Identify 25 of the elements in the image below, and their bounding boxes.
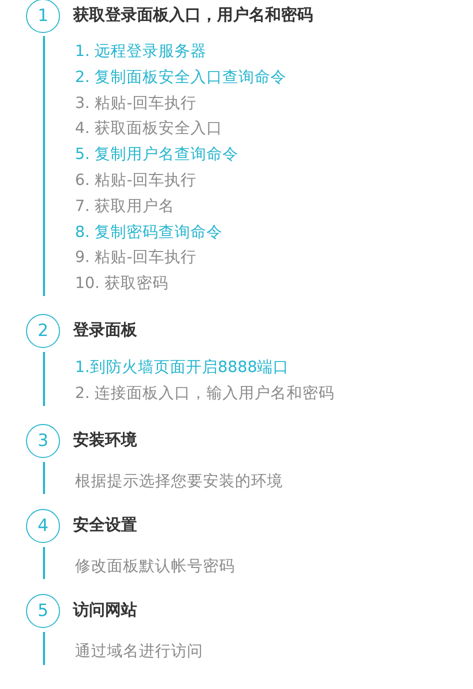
step-item: 通过域名进行访问 — [75, 641, 203, 661]
step-heading: 登录面板 — [73, 320, 137, 340]
step-item: 2. 连接面板入口，输入用户名和密码 — [75, 382, 335, 403]
step-item: 5. 复制用户名查询命令 — [75, 144, 239, 164]
step-item: 6. 粘贴-回车执行 — [75, 170, 196, 190]
step-item: 修改面板默认帐号密码 — [75, 556, 235, 576]
step-heading: 访问网站 — [73, 600, 137, 620]
step-item: 10. 获取密码 — [75, 273, 169, 294]
step-number-circle: 4 — [26, 509, 60, 543]
step-item: 9. 粘贴-回车执行 — [75, 247, 196, 268]
step-heading: 获取登录面板入口，用户名和密码 — [73, 5, 313, 25]
step-item: 1. 远程登录服务器 — [75, 41, 207, 61]
step-item: 2. 复制面板安全入口查询命令 — [75, 66, 287, 87]
step-item: 根据提示选择您要安装的环境 — [75, 471, 283, 491]
step-item: 3. 粘贴-回车执行 — [75, 92, 196, 113]
step-heading: 安全设置 — [73, 515, 137, 535]
step-item: 7. 获取用户名 — [75, 196, 175, 216]
step-number-circle: 5 — [26, 594, 60, 628]
step-item: 4. 获取面板安全入口 — [75, 118, 223, 138]
step-item: 1.到防火墙页面开启8888端口 — [75, 357, 290, 377]
step-item: 8. 复制密码查询命令 — [75, 222, 223, 242]
step-number-circle: 1 — [26, 0, 60, 33]
step-number-circle: 3 — [26, 424, 60, 458]
step-number-circle: 2 — [26, 314, 60, 348]
step-heading: 安装环境 — [73, 430, 137, 450]
